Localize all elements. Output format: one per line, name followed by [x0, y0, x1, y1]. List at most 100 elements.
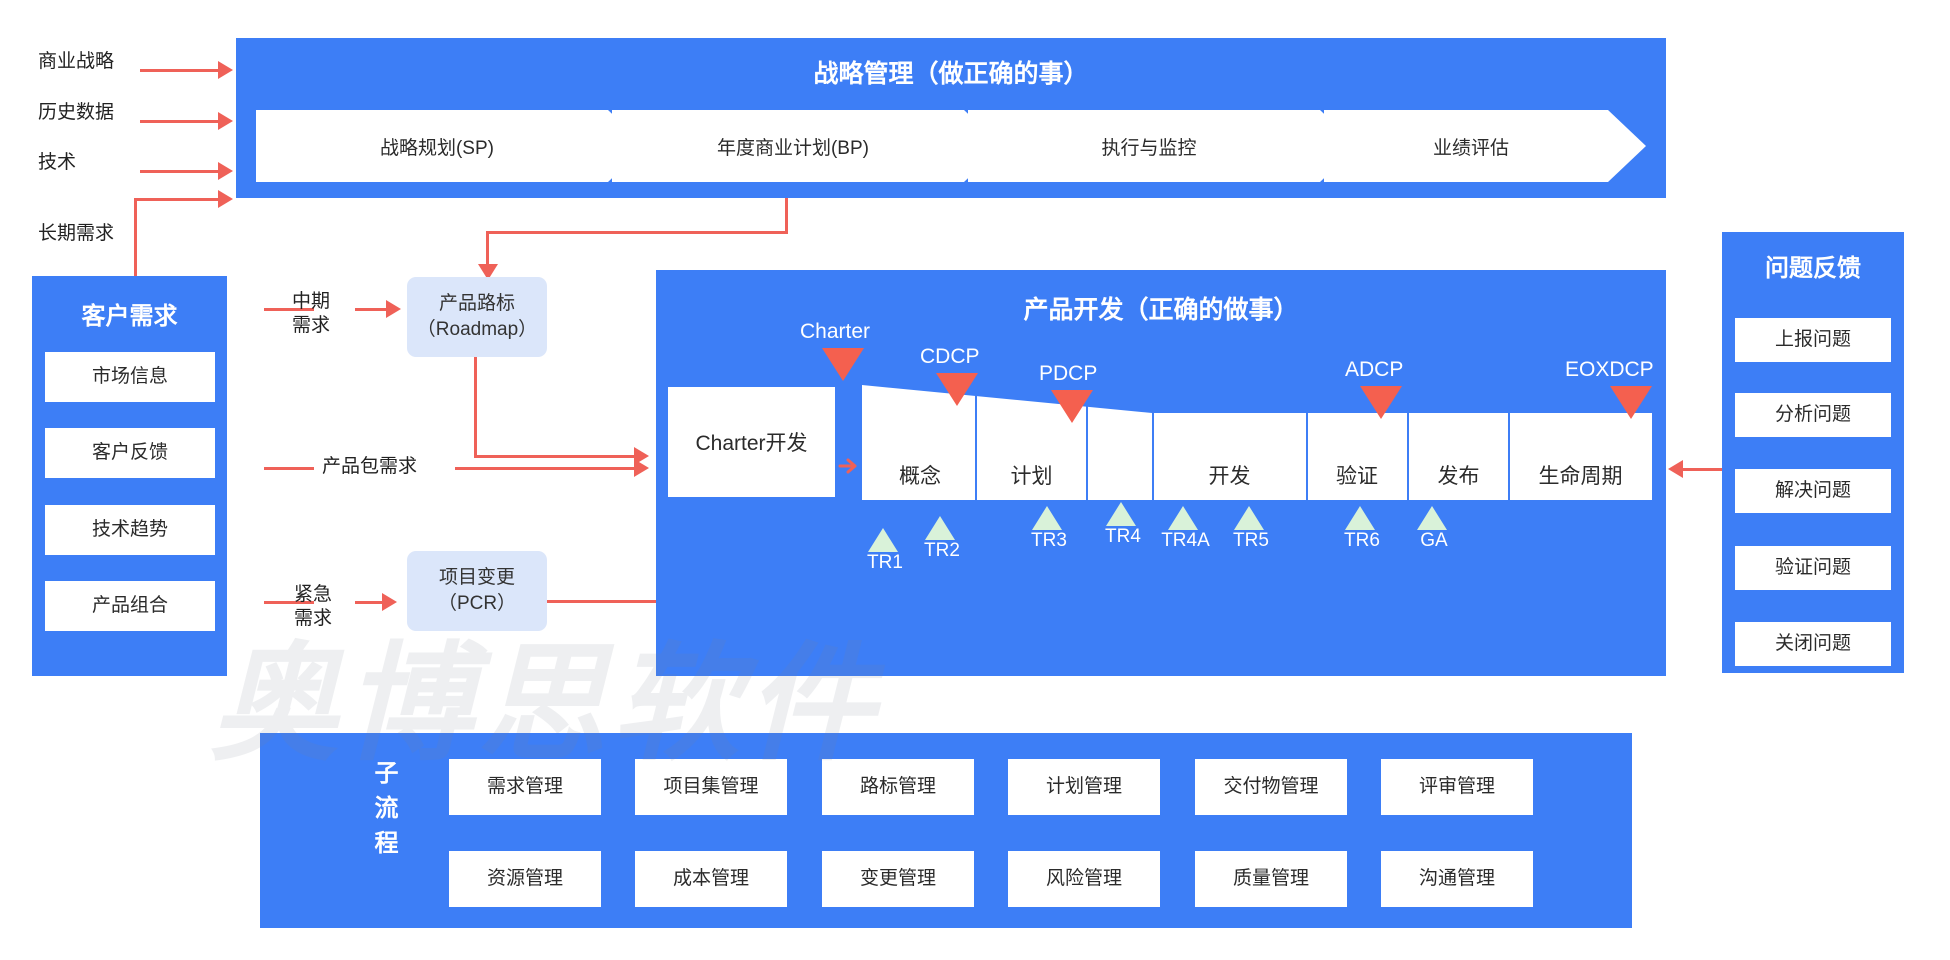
tr-marker-tr3-icon [1032, 506, 1062, 530]
roadmap-to-pd-horizontal [474, 455, 639, 458]
stage-verify[interactable]: 验证 [1307, 455, 1407, 495]
stage-divider-4 [1306, 413, 1308, 500]
input-arrow-head-2 [218, 162, 233, 180]
strategy-stage-review[interactable]: 业绩评估 [1324, 110, 1646, 182]
tr-marker-tr4-icon [1106, 502, 1136, 526]
input-label-long-term-need: 长期需求 [38, 223, 115, 244]
stage-divider-2 [1086, 405, 1088, 500]
product-pack-line-right [455, 467, 639, 470]
bp-to-roadmap-arrow-head [478, 264, 498, 280]
input-arrow-line-2 [140, 170, 224, 173]
input-arrow-head-0 [218, 61, 233, 79]
mid-term-line-left [264, 308, 314, 311]
product-development-title: 产品开发（正确的做事） [1023, 296, 1299, 324]
subprocess-item-label: 变更管理 [859, 867, 936, 889]
issue-item-label: 关闭问题 [1774, 632, 1851, 654]
product-pack-arrow-head [634, 459, 649, 477]
subprocess-item-label: 交付物管理 [1223, 775, 1319, 797]
roadmap-down-vertical [474, 357, 477, 457]
subprocess-item-program[interactable]: 项目集管理 [635, 759, 787, 815]
product-pack-line-left [264, 467, 314, 470]
issue-item-verify[interactable]: 验证问题 [1735, 546, 1891, 590]
stage-plan[interactable]: 计划 [977, 455, 1086, 495]
issue-item-resolve[interactable]: 解决问题 [1735, 469, 1891, 513]
subprocess-item-roadmap[interactable]: 路标管理 [822, 759, 974, 815]
customer-item-tech-trend[interactable]: 技术趋势 [45, 505, 215, 555]
tr-marker-tr5-icon [1234, 506, 1264, 530]
tr-label-tr4a: TR4A [1161, 530, 1210, 551]
input-label-technology: 技术 [38, 152, 77, 173]
roadmap-box[interactable]: 产品路标 （Roadmap） [407, 277, 547, 357]
issue-item-label: 验证问题 [1774, 556, 1851, 578]
subprocess-item-label: 风险管理 [1045, 867, 1122, 889]
long-term-elbow-vertical [134, 198, 137, 288]
subprocess-item-label: 资源管理 [486, 867, 563, 889]
subprocess-item-review[interactable]: 评审管理 [1381, 759, 1533, 815]
dcp-label-eoxdcp: EOXDCP [1565, 358, 1654, 381]
tr-label-tr2: TR2 [924, 540, 960, 561]
pcr-box[interactable]: 项目变更 （PCR） [407, 551, 547, 631]
long-term-elbow-horizontal [134, 198, 224, 201]
subprocess-item-communication[interactable]: 沟通管理 [1381, 851, 1533, 907]
dcp-marker-pdcp-icon [1051, 390, 1093, 423]
strategy-stage-label: 年度商业计划(BP) [716, 137, 869, 159]
bp-to-roadmap-vertical-right [785, 198, 788, 234]
strategy-stage-label: 战略规划(SP) [379, 137, 494, 159]
strategy-stage-label: 执行与监控 [1101, 137, 1197, 159]
subprocess-item-label: 沟通管理 [1418, 867, 1495, 889]
issue-item-analyze[interactable]: 分析问题 [1735, 393, 1891, 437]
customer-item-feedback[interactable]: 客户反馈 [45, 428, 215, 478]
subprocess-item-quality[interactable]: 质量管理 [1195, 851, 1347, 907]
issue-item-label: 分析问题 [1774, 403, 1851, 425]
subprocess-item-deliverables[interactable]: 交付物管理 [1195, 759, 1347, 815]
dcp-label-pdcp: PDCP [1039, 362, 1098, 385]
tr-label-ga: GA [1420, 530, 1448, 551]
subprocess-item-cost[interactable]: 成本管理 [635, 851, 787, 907]
stage-lifecycle[interactable]: 生命周期 [1510, 455, 1651, 495]
strategy-stage-sp[interactable]: 战略规划(SP) [256, 110, 646, 182]
dcp-label-cdcp: CDCP [920, 345, 980, 368]
mid-term-arrow-head [386, 300, 401, 318]
issue-feedback-panel: 问题反馈 [1722, 232, 1904, 673]
tr-label-tr3: TR3 [1031, 530, 1067, 551]
subprocess-item-resource[interactable]: 资源管理 [449, 851, 601, 907]
tr-marker-ga-icon [1417, 506, 1447, 530]
issue-item-close[interactable]: 关闭问题 [1735, 622, 1891, 666]
issue-feedback-line [1680, 468, 1722, 471]
subprocess-item-change[interactable]: 变更管理 [822, 851, 974, 907]
customer-needs-title: 客户需求 [81, 303, 178, 330]
subprocess-item-requirements[interactable]: 需求管理 [449, 759, 601, 815]
subprocess-item-label: 成本管理 [672, 867, 749, 889]
issue-item-report[interactable]: 上报问题 [1735, 318, 1891, 362]
tr-label-tr6: TR6 [1344, 530, 1380, 551]
strategy-stage-execution[interactable]: 执行与监控 [968, 110, 1358, 182]
mid-term-line-right [355, 308, 391, 311]
input-arrow-line-0 [140, 69, 224, 72]
stage-release[interactable]: 发布 [1409, 455, 1508, 495]
subprocess-item-planning[interactable]: 计划管理 [1008, 759, 1160, 815]
stage-label: 发布 [1437, 465, 1480, 488]
customer-item-market-info[interactable]: 市场信息 [45, 352, 215, 402]
urgent-line-right [355, 601, 385, 604]
stage-label: 生命周期 [1538, 465, 1623, 488]
subprocess-item-risk[interactable]: 风险管理 [1008, 851, 1160, 907]
subprocess-title: 子流程 [370, 760, 397, 865]
issue-item-label: 上报问题 [1774, 328, 1851, 350]
stage-concept[interactable]: 概念 [865, 455, 975, 495]
input-arrow-line-1 [140, 120, 224, 123]
stage-divider-3 [1152, 413, 1154, 500]
customer-item-portfolio[interactable]: 产品组合 [45, 581, 215, 631]
subprocess-item-label: 计划管理 [1045, 775, 1122, 797]
stage-label: 计划 [1010, 465, 1053, 488]
customer-item-label: 客户反馈 [91, 441, 168, 463]
stage-label: 开发 [1208, 465, 1251, 488]
stage-divider-1 [975, 396, 977, 500]
strategy-stage-label: 业绩评估 [1432, 137, 1509, 159]
subprocess-item-label: 评审管理 [1418, 775, 1495, 797]
bp-to-roadmap-vertical-left [486, 231, 489, 269]
stage-develop[interactable]: 开发 [1153, 455, 1306, 495]
long-term-arrow-head [218, 190, 233, 208]
stage-charter-dev[interactable]: Charter开发 [668, 387, 835, 497]
strategy-stage-bp[interactable]: 年度商业计划(BP) [612, 110, 1002, 182]
stage-label: 验证 [1336, 465, 1378, 488]
